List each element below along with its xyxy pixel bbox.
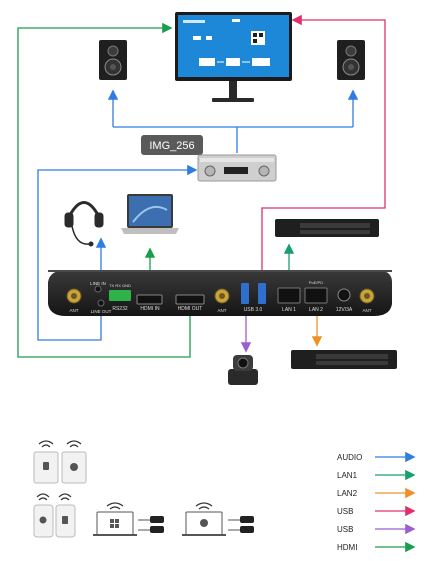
label-ant-left: ANT — [70, 308, 79, 313]
laptop — [121, 194, 179, 234]
label-poe: PoE/PD — [309, 280, 323, 285]
label-usb30: USB 3.0 — [244, 307, 263, 313]
laptop-apple — [182, 502, 226, 536]
label-tx-rx-gnd: TX RX GND — [109, 283, 131, 288]
left-speaker — [99, 40, 127, 80]
legend-label-4: USB — [337, 525, 353, 534]
phone-android — [33, 440, 59, 484]
lan2-port — [304, 287, 328, 304]
headset — [64, 201, 104, 247]
line-in-jack — [94, 285, 102, 293]
legend: AUDIO LAN1 LAN2 USB USB HDMI — [337, 451, 416, 553]
lan1-port — [277, 287, 301, 304]
legend-label-2: LAN2 — [337, 489, 358, 498]
hdmi-out-line — [17, 22, 191, 358]
label-line-out: LINE OUT — [91, 309, 112, 314]
label-lan2: LAN 2 — [309, 307, 323, 313]
tablet-android — [55, 493, 76, 538]
usb-port-1 — [241, 283, 249, 304]
tablet-apple — [33, 493, 54, 538]
network-switch-top — [275, 219, 379, 237]
power-port — [337, 288, 351, 302]
dongle-pair-right — [228, 516, 254, 533]
hdmi-out-port — [175, 294, 205, 305]
image-tag-box — [141, 135, 203, 155]
audio-out-line — [37, 164, 198, 341]
network-switch-bottom — [291, 350, 397, 369]
hdmi-in-port — [136, 294, 163, 305]
laptop-windows — [93, 502, 137, 536]
label-ant-middle: ANT — [218, 308, 227, 313]
ptz-camera — [228, 355, 258, 385]
legend-label-5: HDMI — [337, 543, 357, 552]
label-ant-right: ANT — [363, 308, 372, 313]
usb-pink-line — [261, 14, 386, 275]
line-out-jack — [97, 299, 105, 307]
label-line-in: LINE IN — [90, 281, 106, 286]
usb-port-2 — [258, 283, 266, 304]
legend-label-1: LAN1 — [337, 471, 358, 480]
image-tag: IMG_256 — [149, 140, 194, 152]
rs232-terminal — [109, 290, 131, 301]
audio-speaker-line — [112, 96, 354, 153]
legend-label-0: AUDIO — [337, 453, 362, 462]
label-hdmi-out: HDMI OUT — [178, 306, 203, 312]
monitor — [175, 12, 292, 102]
right-speaker — [337, 40, 365, 80]
label-hdmi-in: HDMI IN — [140, 306, 160, 312]
phone-apple — [61, 440, 87, 484]
label-rs232: RS232 — [112, 306, 128, 312]
legend-label-3: USB — [337, 507, 353, 516]
label-power: 12V/3A — [336, 307, 353, 313]
amplifier — [197, 154, 277, 182]
dongle-pair-left — [138, 516, 164, 533]
label-lan1: LAN 1 — [282, 307, 296, 313]
